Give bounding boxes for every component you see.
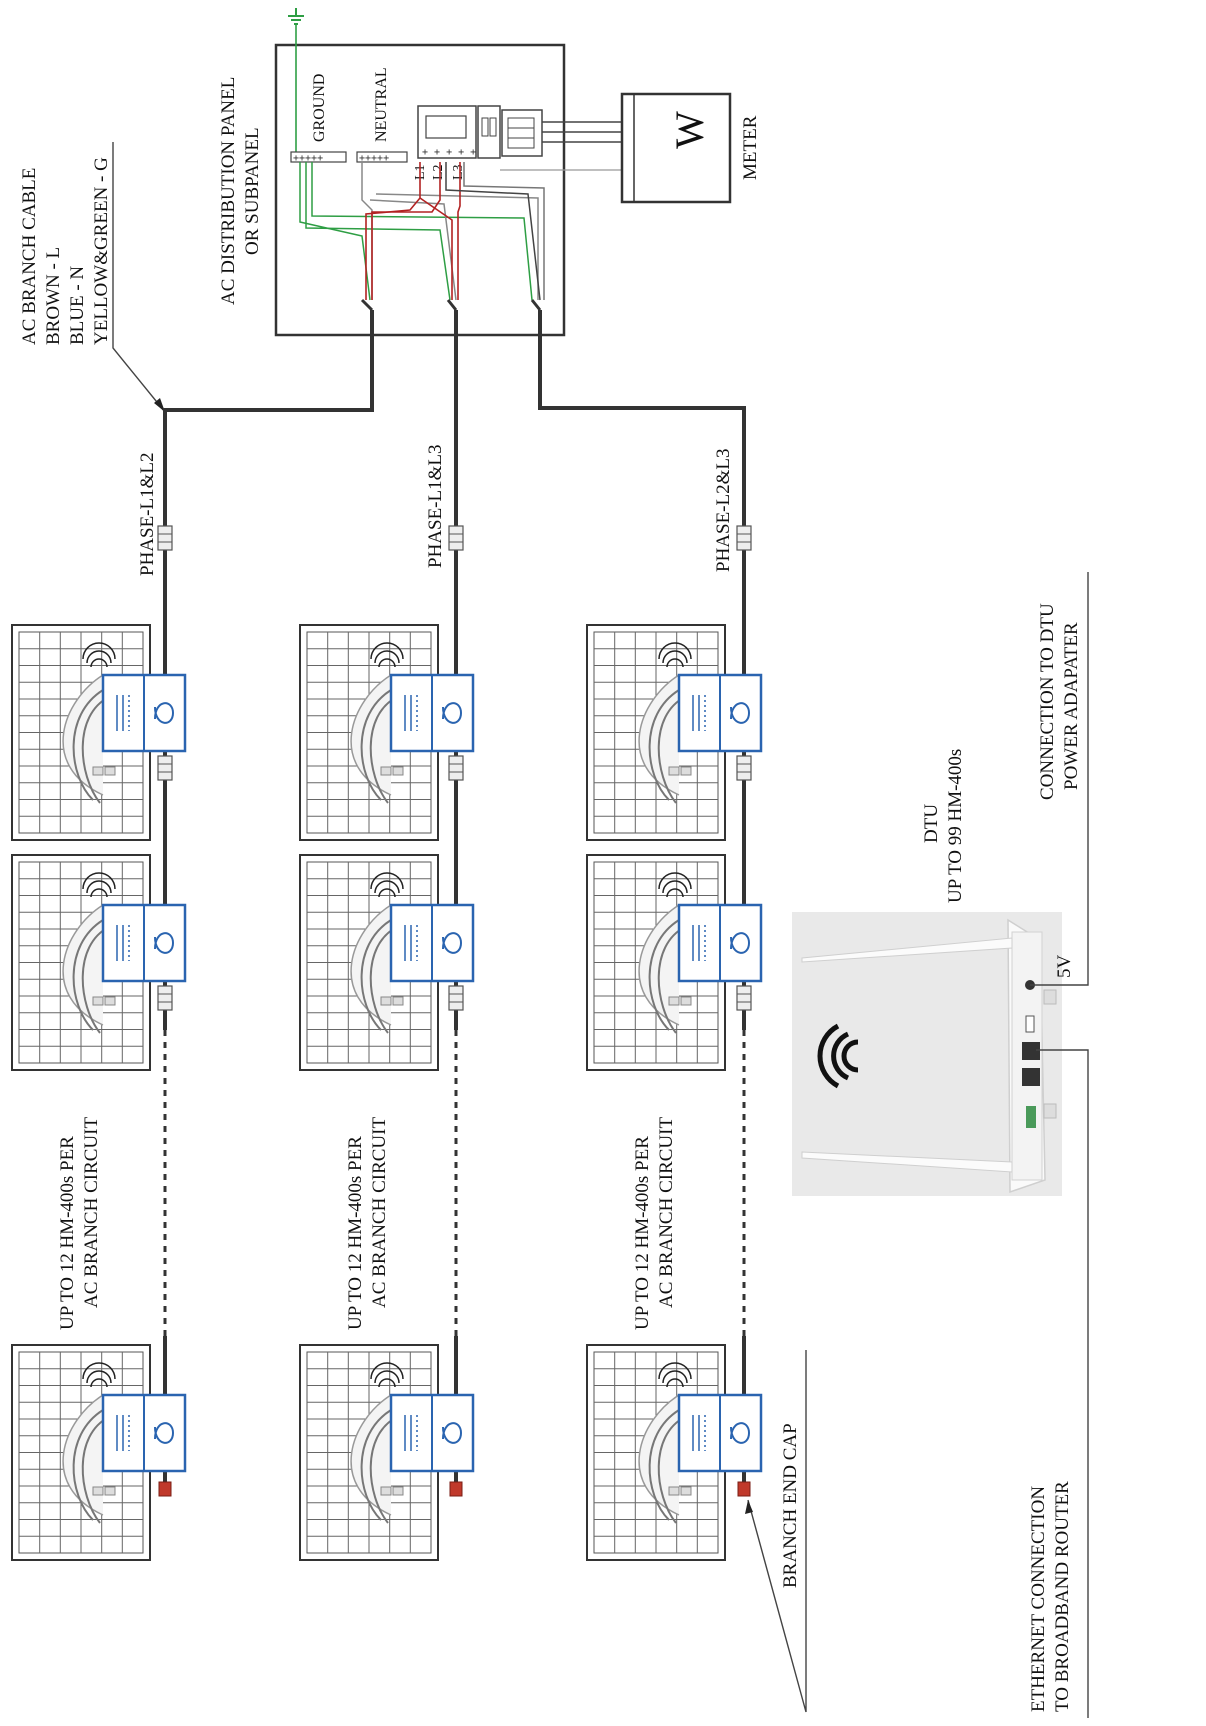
- end-cap-arrowhead: [745, 1500, 753, 1514]
- ac-connector: [157, 985, 173, 1011]
- ac-connector: [157, 525, 173, 551]
- phase-label-l1-l2: PHASE-L1&L2: [137, 453, 158, 577]
- ethernet-label-line-1: ETHERNET CONNECTION: [1028, 1486, 1049, 1712]
- ac-connector: [736, 755, 752, 781]
- terminal-l2-label: L2: [431, 164, 446, 180]
- meter-coupler: [501, 109, 543, 157]
- branch-end-cap-label: BRANCH END CAP: [780, 1423, 801, 1588]
- neutral-bus-terminals: +++++: [359, 153, 389, 164]
- meter-box: [620, 92, 732, 204]
- usb-port-icon: [1025, 1015, 1035, 1033]
- ac-connector: [448, 525, 464, 551]
- branch-end-cap-icon: [737, 1481, 751, 1497]
- neutral-bus-bar: [356, 151, 408, 163]
- ground-bus-bar: [290, 151, 347, 163]
- dtu-power-label-line-1: CONNECTION TO DTU: [1037, 603, 1058, 800]
- ac-connector: [736, 525, 752, 551]
- branch-end-cap-icon: [158, 1481, 172, 1497]
- cable-label-line-1: AC BRANCH CABLE: [19, 168, 40, 345]
- ground-label: GROUND: [311, 74, 328, 142]
- dtu-device: [801, 918, 1057, 1194]
- capacity-label-3-line-1: UP TO 12 HM-400s PER: [632, 1136, 653, 1330]
- circuit-breaker: + + + + +: [417, 105, 501, 159]
- cable-label-line-4: YELLOW&GREEN - G: [91, 157, 112, 345]
- ac-connector: [157, 755, 173, 781]
- dtu-power-wire: [1030, 572, 1089, 986]
- capacity-label-2-line-2: AC BRANCH CIRCUIT: [369, 1117, 390, 1308]
- dtu-power-label-line-2: POWER ADAPATER: [1061, 622, 1082, 790]
- five-volt-label: 5V: [1054, 955, 1075, 979]
- neutral-label: NEUTRAL: [373, 67, 390, 142]
- ac-panel-label-line-1: AC DISTRIBUTION PANEL: [218, 77, 239, 305]
- phase-label-l1-l3: PHASE-L1&L3: [425, 445, 446, 569]
- cable-label-leader: [112, 142, 166, 413]
- dtu-label-line-2: UP TO 99 HM-400s: [945, 749, 966, 903]
- ethernet-label-line-2: TO BROADBAND ROUTER: [1052, 1481, 1073, 1712]
- ac-panel-label-line-2: OR SUBPANEL: [242, 127, 263, 255]
- end-cap-leader: [747, 1350, 807, 1713]
- terminal-block-icon: [1026, 1106, 1036, 1128]
- wifi-icon: [817, 1023, 859, 1089]
- capacity-label-1-line-1: UP TO 12 HM-400s PER: [57, 1136, 78, 1330]
- ethernet-port-2-icon: [1022, 1068, 1040, 1086]
- capacity-label-3-line-2: AC BRANCH CIRCUIT: [656, 1117, 677, 1308]
- meter-label: METER: [740, 115, 761, 180]
- meter-symbol: W: [667, 111, 712, 149]
- capacity-label-1-line-2: AC BRANCH CIRCUIT: [81, 1117, 102, 1308]
- panel-internal-wiring: [299, 162, 545, 312]
- ac-branch-cable-label: AC BRANCH CABLE BROWN - L BLUE - N YELLO…: [19, 157, 112, 345]
- ethernet-port-icon: [1022, 1042, 1040, 1060]
- svg-text:+ + + + +: + + + + +: [422, 147, 476, 158]
- ac-connector: [448, 985, 464, 1011]
- cable-label-line-3: BLUE - N: [67, 266, 88, 345]
- earth-ground-icon: [288, 8, 304, 25]
- ground-bus-terminals: +++++: [293, 153, 323, 164]
- cable-label-arrowhead: [154, 398, 165, 412]
- ethernet-wire: [1036, 1049, 1089, 1718]
- phase-label-l2-l3: PHASE-L2&L3: [713, 449, 734, 573]
- cable-label-line-2: BROWN - L: [43, 247, 64, 345]
- ac-connector: [448, 755, 464, 781]
- capacity-label-2-line-1: UP TO 12 HM-400s PER: [345, 1136, 366, 1330]
- terminal-l3-label: L3: [451, 164, 466, 180]
- branch-end-cap-icon: [449, 1481, 463, 1497]
- ac-connector: [736, 985, 752, 1011]
- dtu-label-line-1: DTU: [921, 804, 942, 843]
